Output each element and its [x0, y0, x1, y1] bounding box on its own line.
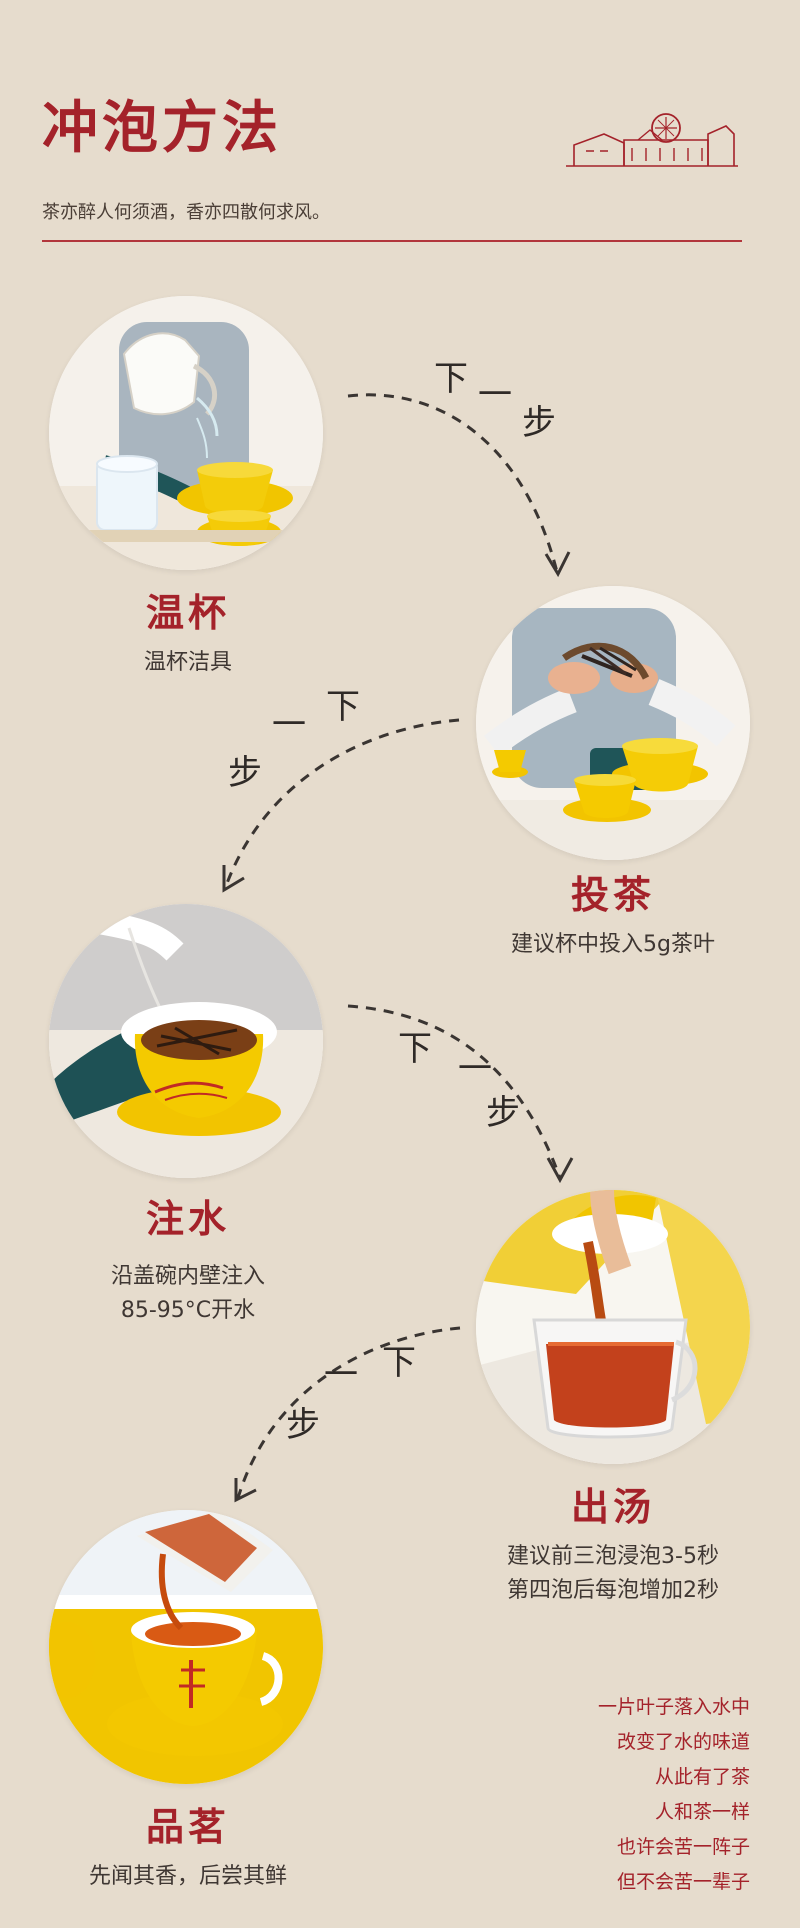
page-title: 冲泡方法 — [42, 95, 282, 161]
next-step-label-4-step: 步 — [286, 1405, 320, 1445]
poem-line-5: 也许会苦一阵子 — [616, 1836, 750, 1858]
step-1-title: 温杯 — [145, 590, 230, 635]
closing-poem: 一片叶子落入水中 改变了水的味道 从此有了茶 人和茶一样 也许会苦一阵子 但不会… — [490, 1690, 750, 1900]
step-1-description-line: 温杯洁具 — [143, 650, 232, 675]
next-step-label-4-one: 一 — [324, 1355, 358, 1395]
poem-line-1: 一片叶子落入水中 — [597, 1696, 750, 1718]
step-2-title: 投茶 — [570, 872, 655, 917]
next-step-arrow-4 — [234, 1326, 461, 1503]
step-5-description: 先闻其香，后尝其鲜 — [47, 1860, 329, 1894]
next-step-label-3-down: 下 — [398, 1029, 432, 1069]
step-4-description-line-1: 建议前三泡浸泡3-5秒 — [507, 1544, 719, 1569]
factory-logo-icon — [566, 113, 738, 167]
step-4-description-line-2: 第四泡后每泡增加2秒 — [507, 1578, 719, 1603]
tea-adding-photo — [476, 586, 750, 860]
tea-straining-photo — [476, 1190, 750, 1464]
page-subtitle: 茶亦醉人何须酒，香亦四散何求风。 — [42, 202, 330, 223]
next-step-arrow-2 — [222, 718, 460, 893]
step-2-description-line: 建议杯中投入5g茶叶 — [511, 932, 715, 957]
poem-line-2: 改变了水的味道 — [616, 1731, 750, 1753]
next-step-label-1-down: 下 — [434, 359, 468, 399]
poem-line-6: 但不会苦一辈子 — [616, 1871, 750, 1893]
next-step-label-3-one: 一 — [458, 1049, 492, 1089]
step-2-description: 建议杯中投入5g茶叶 — [473, 928, 753, 962]
next-step-label-4-down: 下 — [382, 1343, 416, 1383]
step-3-description-line-1: 沿盖碗内壁注入 — [110, 1264, 265, 1289]
step-5-description-line: 先闻其香，后尝其鲜 — [88, 1864, 287, 1889]
tea-tasting-photo — [49, 1510, 323, 1784]
next-step-label-2-down: 下 — [326, 687, 360, 727]
step-3-description: 沿盖碗内壁注入 85-95°C开水 — [63, 1260, 313, 1328]
water-pouring-photo — [49, 904, 323, 1178]
step-3-description-line-2: 85-95°C开水 — [120, 1298, 256, 1323]
cup-warming-photo — [49, 296, 323, 570]
next-step-arrow-3 — [347, 1004, 574, 1184]
next-step-label-3-step: 步 — [486, 1093, 520, 1133]
step-5-title: 品茗 — [145, 1804, 230, 1849]
next-step-label-2-one: 一 — [272, 705, 306, 745]
poem-line-4: 人和茶一样 — [654, 1801, 750, 1823]
step-4-title: 出汤 — [570, 1484, 655, 1529]
next-step-label-2-step: 步 — [228, 753, 262, 793]
next-step-arrow-1 — [347, 393, 571, 578]
step-4-description: 建议前三泡浸泡3-5秒 第四泡后每泡增加2秒 — [473, 1540, 753, 1608]
step-1-description: 温杯洁具 — [79, 646, 297, 680]
next-step-label-1-step: 步 — [522, 403, 556, 443]
step-3-title: 注水 — [145, 1196, 230, 1241]
next-step-label-1-one: 一 — [478, 375, 512, 415]
poem-line-3: 从此有了茶 — [654, 1766, 750, 1788]
header-divider — [42, 240, 742, 242]
